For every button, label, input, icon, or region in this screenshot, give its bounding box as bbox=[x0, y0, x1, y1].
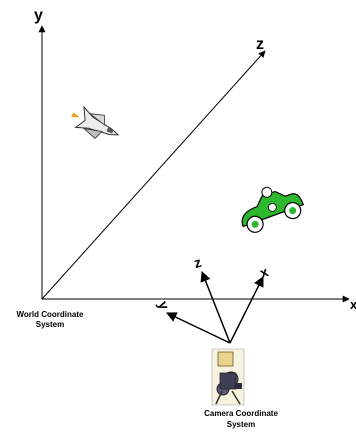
world-axes bbox=[38, 25, 350, 303]
camera-z-label: z bbox=[192, 254, 203, 271]
camera-caption-line1: Camera Coordinate bbox=[204, 409, 278, 418]
camera-axes bbox=[166, 271, 264, 344]
camera-caption-line2: System bbox=[227, 420, 255, 429]
camera-z-axis bbox=[200, 271, 231, 344]
camera-x-axis bbox=[229, 276, 264, 344]
world-caption-line2: System bbox=[36, 320, 64, 329]
world-caption-line1: World Coordinate bbox=[17, 310, 85, 319]
world-x-label: x bbox=[350, 297, 356, 312]
race-car-icon bbox=[241, 186, 305, 233]
world-z-axis bbox=[41, 50, 266, 300]
world-y-label: y bbox=[34, 7, 43, 24]
camera-x-label: x bbox=[258, 263, 271, 281]
film-camera-icon bbox=[211, 348, 245, 406]
world-z-label: z bbox=[256, 36, 264, 53]
space-shuttle-icon bbox=[71, 105, 120, 139]
camera-y-label: y bbox=[155, 299, 173, 312]
camera-y-axis bbox=[166, 312, 231, 344]
